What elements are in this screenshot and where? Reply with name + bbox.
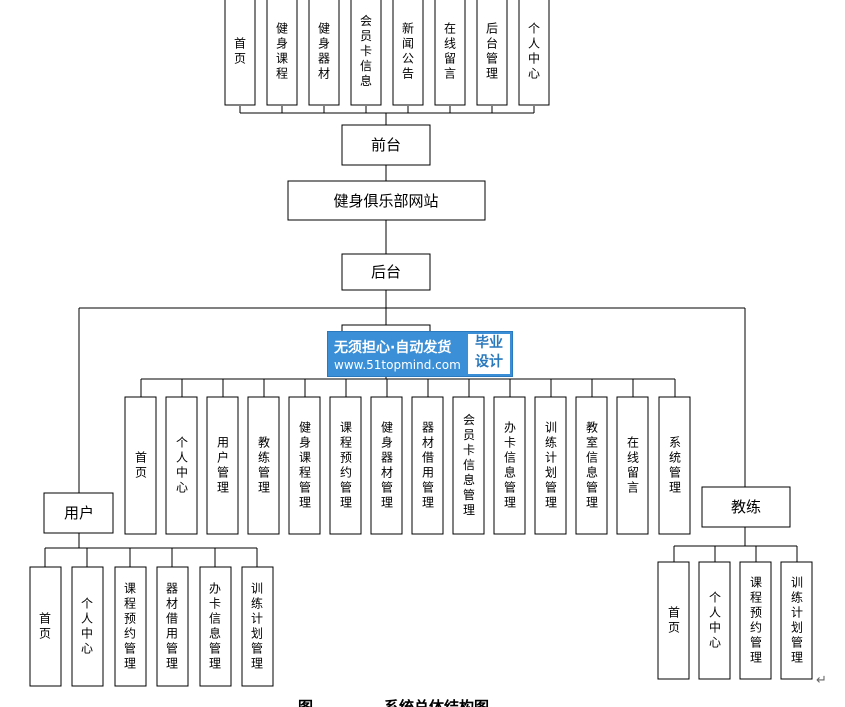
admin-module-box [165, 396, 198, 535]
root-node-box [287, 180, 486, 221]
front-module-box [266, 0, 298, 106]
coach-module-label: 个人中心 [709, 591, 721, 650]
front-node-label: 前台 [371, 136, 401, 154]
admin-module-box [534, 396, 567, 535]
admin-module-box [206, 396, 239, 535]
admin-module-box [616, 396, 649, 535]
user-module-label: 器材借用管理 [166, 582, 178, 671]
coach-module-box [657, 561, 690, 680]
user-module-box [199, 566, 232, 687]
front-module-label: 后台管理 [486, 22, 498, 81]
user-module-label: 训练计划管理 [251, 582, 263, 671]
admin-module-label: 健身器材管理 [381, 421, 393, 510]
admin-module-label: 会员卡信息管理 [463, 413, 475, 517]
user-module-box [114, 566, 147, 687]
admin-module-label: 首页 [135, 451, 147, 480]
front-module-label: 个人中心 [528, 22, 540, 81]
admin-module-box [370, 396, 403, 535]
front-module-label: 健身器材 [318, 22, 330, 81]
admin-module-box [247, 396, 280, 535]
admin-module-label: 课程预约管理 [340, 421, 352, 510]
front-module-box [224, 0, 256, 106]
connector-lines [44, 106, 798, 567]
front-node-box [341, 124, 431, 166]
user-module-box [71, 566, 104, 687]
front-module-label: 健身课程 [276, 22, 288, 81]
admin-module-label: 在线留言 [627, 436, 639, 495]
watermark-badge-top: 毕业 [475, 335, 503, 351]
admin-module-label: 系统管理 [669, 436, 681, 495]
user-node-label: 用户 [64, 504, 94, 522]
admin-module-box [452, 396, 485, 535]
root-node-label: 健身俱乐部网站 [333, 192, 438, 210]
front-module-label: 新闻公告 [402, 21, 414, 81]
coach-module-label: 训练计划管理 [791, 576, 803, 665]
admin-module-box [575, 396, 608, 535]
watermark-badge: 毕业 设计 [468, 334, 510, 374]
admin-module-label: 健身课程管理 [299, 421, 311, 510]
figure-caption-title: 系统总体结构图 [384, 698, 489, 707]
front-module-box [392, 0, 424, 106]
figure-caption-left: 图 [298, 698, 313, 707]
admin-module-box [658, 396, 691, 535]
paragraph-mark: ↵ [816, 673, 827, 688]
admin-module-label: 训练计划管理 [545, 421, 557, 510]
coach-module-label: 课程预约管理 [750, 576, 762, 665]
coach-node-label: 教练 [731, 498, 761, 516]
front-module-label: 会员卡信息 [360, 14, 372, 88]
coach-module-label: 首页 [668, 606, 680, 635]
user-module-box [241, 566, 274, 687]
admin-module-label: 器材借用管理 [422, 421, 434, 510]
user-module-label: 课程预约管理 [124, 582, 136, 671]
admin-module-row: 首页 个人中心 用户管理 教练管理 健身课程管理 课程预约管理 健身器材管理 器… [124, 396, 691, 535]
admin-module-box [124, 396, 157, 535]
watermark-badge-bottom: 设计 [475, 354, 503, 370]
watermark-banner: 无须担心·自动发货 www.51topmind.com 毕业 设计 [327, 331, 513, 377]
back-node-box [341, 253, 431, 291]
user-module-label: 首页 [39, 612, 51, 641]
front-module-box [434, 0, 466, 106]
user-module-box [156, 566, 189, 687]
front-module-label: 在线留言 [444, 22, 456, 81]
admin-module-label: 教室信息管理 [586, 420, 598, 510]
admin-module-box [411, 396, 444, 535]
admin-module-label: 个人中心 [176, 436, 188, 495]
coach-node-box [701, 486, 791, 528]
admin-module-box [493, 396, 526, 535]
back-node-label: 后台 [371, 263, 401, 281]
user-module-label: 办卡信息管理 [209, 581, 221, 671]
coach-module-box [739, 561, 772, 680]
user-module-label: 个人中心 [81, 597, 93, 656]
admin-module-label: 教练管理 [258, 435, 270, 495]
coach-module-box [780, 561, 813, 680]
front-module-box [518, 0, 550, 106]
user-module-box [29, 566, 62, 687]
watermark-slogan: 无须担心·自动发货 [334, 340, 452, 356]
front-module-box [476, 0, 508, 106]
admin-module-box [288, 396, 321, 535]
user-node-box [43, 492, 114, 534]
watermark-url: www.51topmind.com [334, 358, 461, 372]
front-module-row: 首页 健身课程 健身器材 会员卡信息 新闻公告 在线留言 后台管理 个人中心 [224, 0, 550, 106]
front-module-box [308, 0, 340, 106]
admin-module-label: 办卡信息管理 [504, 420, 516, 510]
front-module-box [350, 0, 382, 106]
user-module-row: 首页 个人中心 课程预约管理 器材借用管理 办卡信息管理 训练计划管理 [29, 566, 274, 687]
coach-module-box [698, 561, 731, 680]
admin-module-label: 用户管理 [217, 436, 229, 495]
admin-module-box [329, 396, 362, 535]
coach-module-row: 首页 个人中心 课程预约管理 训练计划管理 [657, 561, 813, 680]
front-module-label: 首页 [234, 37, 246, 66]
